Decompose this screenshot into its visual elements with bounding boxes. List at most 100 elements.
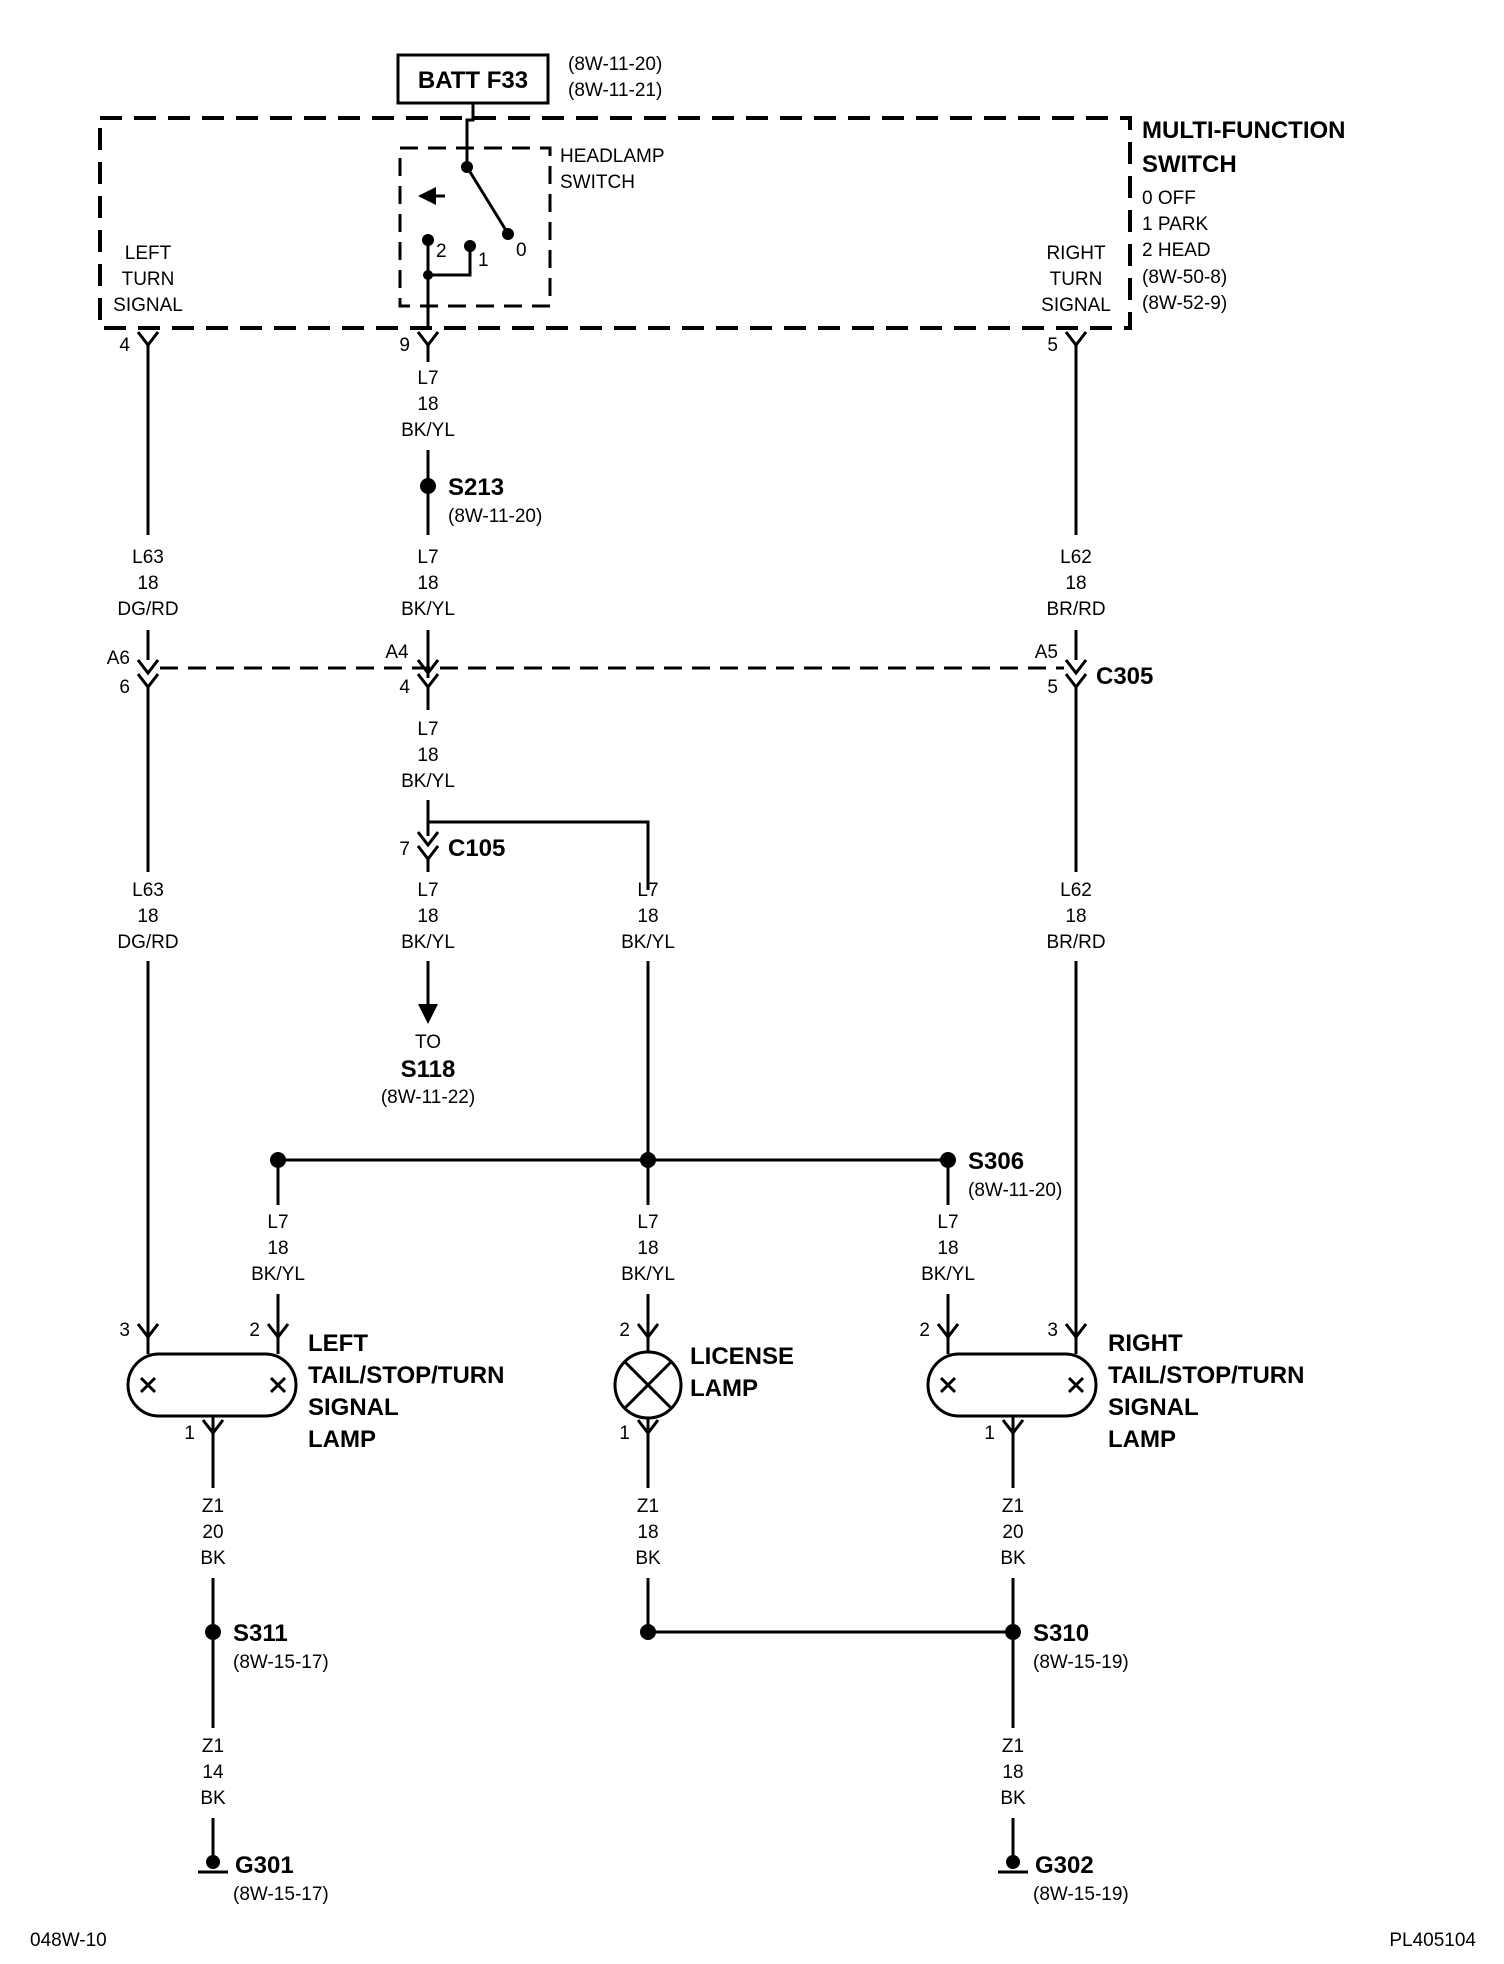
s306-label: S306 [968, 1148, 1024, 1175]
z1-left-color-2: BK [200, 1788, 226, 1809]
left-turn-signal-label-1: LEFT [125, 243, 172, 264]
l7-color-2: BK/YL [401, 599, 455, 620]
mfs-pos-2: 2 HEAD [1142, 240, 1211, 261]
right-turn-signal-label-2: TURN [1050, 269, 1103, 290]
to-label: TO [415, 1032, 441, 1053]
z1-right-color: BK [1000, 1548, 1026, 1569]
right-lamp-label-2: TAIL/STOP/TURN [1108, 1362, 1304, 1389]
s213-ref: (8W-11-20) [448, 506, 542, 527]
z1-right-label-2: Z1 [1002, 1736, 1024, 1757]
l7-branch-gauge: 18 [637, 906, 658, 927]
l7-branch-color: BK/YL [621, 932, 675, 953]
license-lamp-label-2: LAMP [690, 1375, 758, 1402]
left-lamp-label-3: SIGNAL [308, 1394, 399, 1421]
z1-left-gauge-2: 14 [202, 1762, 224, 1783]
s310-splice-dot [1005, 1624, 1021, 1640]
c305-a5-label: A5 [1035, 642, 1058, 663]
c305-p4-label: 4 [399, 677, 410, 698]
c305-a4-top [416, 659, 440, 676]
g301-label: G301 [235, 1852, 294, 1879]
license-lamp-pin-1: 1 [619, 1423, 630, 1444]
l7-color-1: BK/YL [401, 420, 455, 441]
headlamp-switch-label-2: SWITCH [560, 172, 635, 193]
left-lamp-filament-1-icon [139, 1376, 157, 1394]
batt-ref-2: (8W-11-21) [568, 80, 662, 101]
mfs-title-2: SWITCH [1142, 151, 1237, 178]
s311-label: S311 [233, 1620, 288, 1647]
c105-label: C105 [448, 835, 505, 862]
l63-color-1: DG/RD [117, 599, 178, 620]
l7-drop-center-color: BK/YL [621, 1264, 675, 1285]
c305-a5-top [1064, 659, 1088, 676]
license-lamp-filament-icon [623, 1360, 673, 1410]
footer-left-code: 048W-10 [30, 1930, 107, 1951]
l62-label-1: L62 [1060, 547, 1092, 568]
z1-center-gauge: 18 [637, 1522, 658, 1543]
left-lamp-pin-3: 3 [119, 1320, 130, 1341]
left-lamp-filament-2-icon [269, 1376, 287, 1394]
z1-right-color-2: BK [1000, 1788, 1026, 1809]
c105-bottom [416, 845, 440, 862]
right-lamp-label-3: SIGNAL [1108, 1394, 1199, 1421]
left-turn-signal-label-2: TURN [122, 269, 175, 290]
l7-branch-label: L7 [637, 880, 658, 901]
mfs-pos-0: 0 OFF [1142, 188, 1196, 209]
switch-contact-0-label: 0 [516, 240, 527, 261]
switch-contact-2-label: 2 [436, 241, 447, 262]
right-lamp-pin-2: 2 [919, 1320, 930, 1341]
l7-color-4: BK/YL [401, 932, 455, 953]
pin-5-label: 5 [1047, 335, 1058, 356]
l63-gauge-1: 18 [137, 573, 158, 594]
switch-blade [465, 166, 509, 233]
to-s118-ref: (8W-11-22) [381, 1087, 475, 1108]
mfs-title-1: MULTI-FUNCTION [1142, 117, 1346, 144]
pin-4-connector [136, 331, 160, 348]
c105-pin-label: 7 [399, 839, 410, 860]
l63-label-1: L63 [132, 547, 164, 568]
right-lamp-pin-1: 1 [984, 1423, 995, 1444]
c305-p6-label: 6 [119, 677, 130, 698]
license-lamp-pin-2: 2 [619, 1320, 630, 1341]
s311-ref: (8W-15-17) [233, 1652, 329, 1673]
switch-contact-1-label: 1 [478, 250, 489, 271]
g301-ground-dot [206, 1855, 220, 1869]
l63-label-2: L63 [132, 880, 164, 901]
l7-branch-wire [426, 820, 650, 890]
l62-gauge-2: 18 [1065, 906, 1086, 927]
c305-a6-label: A6 [107, 648, 130, 669]
s306-splice-dot [940, 1152, 956, 1168]
z1-left-color: BK [200, 1548, 226, 1569]
headlamp-switch-box [398, 146, 552, 308]
l7-drop-right-label: L7 [937, 1212, 958, 1233]
multi-function-switch-box [98, 116, 1132, 330]
l7-color-3: BK/YL [401, 771, 455, 792]
batt-feed-wire [465, 103, 475, 165]
headlamp-switch-label-1: HEADLAMP [560, 146, 665, 167]
l62-color-1: BR/RD [1046, 599, 1105, 620]
switch-linkage-arrow [418, 187, 436, 205]
batt-ref-1: (8W-11-20) [568, 54, 662, 75]
g302-ground-dot [1006, 1855, 1020, 1869]
batt-fuse-label: BATT F33 [418, 67, 528, 94]
l7-drop-left-gauge: 18 [267, 1238, 288, 1259]
l7-drop-right-gauge: 18 [937, 1238, 958, 1259]
left-tail-stop-turn-lamp [126, 1352, 298, 1418]
s306-ref: (8W-11-20) [968, 1180, 1062, 1201]
left-lamp-pin-1: 1 [184, 1423, 195, 1444]
pin-5-connector [1064, 331, 1088, 348]
c305-a5-bottom [1064, 673, 1088, 690]
left-lamp-label-1: LEFT [308, 1330, 368, 1357]
right-lamp-pin-3: 3 [1047, 1320, 1058, 1341]
l7-label-2: L7 [417, 547, 438, 568]
pin-4-label: 4 [119, 335, 130, 356]
c305-label: C305 [1096, 663, 1153, 690]
z1-right-gauge: 20 [1002, 1522, 1023, 1543]
mfs-ref-2: (8W-52-9) [1142, 293, 1227, 314]
c305-a6-bottom [136, 673, 160, 690]
l7-drop-left-color: BK/YL [251, 1264, 305, 1285]
bus-left-dot [270, 1152, 286, 1168]
l7-label-4: L7 [417, 880, 438, 901]
s311-splice-dot [205, 1624, 221, 1640]
l7-drop-right-color: BK/YL [921, 1264, 975, 1285]
